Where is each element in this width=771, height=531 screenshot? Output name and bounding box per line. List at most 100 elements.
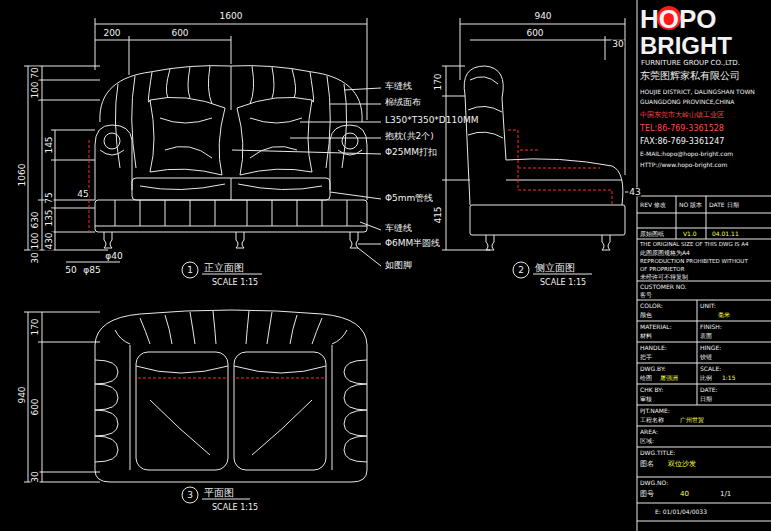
- note-text: 日期: [700, 396, 712, 402]
- note-text: SCALE 1:15: [212, 504, 258, 512]
- note-text: HANDLE:: [640, 345, 667, 351]
- note-text: 车缝线: [385, 82, 412, 91]
- note-text: DWG.TITLE:: [640, 450, 675, 456]
- note-text: 侧立面图: [535, 263, 575, 273]
- note-text: 棉绒面布: [385, 98, 421, 107]
- note-text: MATERIAL:: [640, 324, 672, 330]
- note-text: 区域:: [640, 438, 654, 444]
- note-text: AREA:: [640, 429, 658, 435]
- note-text: 1/1: [720, 491, 731, 498]
- dimension-text: 600: [31, 397, 40, 416]
- dimension-text: 135: [45, 208, 54, 227]
- dimension-text: 940: [533, 12, 552, 21]
- dimension-text: φ85: [82, 266, 101, 275]
- note-text: 平面图: [204, 488, 234, 498]
- dimension-text: 1060: [18, 163, 27, 188]
- note-text: PJT.NAME:: [640, 408, 670, 414]
- dimension-text: 50: [64, 266, 77, 275]
- note-text: E-MAIL:hopo@hopo-bright.com: [640, 151, 733, 157]
- note-text: L350*T350*D110MM: [385, 116, 479, 125]
- note-text: HOPO: [640, 6, 717, 32]
- dimension-text: 940: [18, 385, 27, 404]
- note-text: DWG.BY:: [640, 366, 666, 372]
- dimension-text: 170: [31, 317, 40, 336]
- note-text: 原始图纸: [640, 231, 664, 237]
- note-text: 1:15: [722, 375, 735, 381]
- note-text: 审核: [640, 396, 652, 402]
- dimension-text: 30: [611, 40, 624, 49]
- note-text: SCALE:: [700, 366, 721, 372]
- note-text: 铰链: [700, 354, 712, 360]
- note-text: Φ25MM打扣: [385, 148, 437, 157]
- note-text: FURNITURE GROUP CO.,LTD.: [641, 60, 740, 67]
- note-text: 双位沙发: [668, 461, 696, 468]
- note-text: 屠强洲: [660, 375, 678, 381]
- dimension-text: 145: [45, 135, 54, 154]
- dimension-text: φ40: [104, 252, 123, 261]
- dimension-text: 600: [525, 29, 544, 38]
- note-text: CUSTOMER NO.: [640, 284, 687, 290]
- note-text: BRIGHT: [640, 34, 732, 58]
- note-text: 正立面图: [204, 263, 244, 273]
- dimension-text: 100: [31, 231, 40, 250]
- note-text: 广州世贸: [680, 417, 704, 423]
- note-text: Φ5mm管线: [385, 194, 433, 203]
- note-text: CHK BY:: [640, 387, 663, 393]
- note-text: 中国东莞市大岭山镇工业区: [640, 112, 724, 119]
- note-text: NO 版本: [679, 202, 702, 208]
- note-text: 40: [680, 491, 689, 498]
- dimension-text: 600: [170, 29, 189, 38]
- note-text: SCALE 1:15: [540, 279, 586, 287]
- note-text: HTTP://www.hopo-bright.com: [640, 162, 727, 168]
- note-text: 未经许可不得复制: [640, 274, 688, 280]
- note-text: SCALE 1:15: [212, 279, 258, 287]
- dimension-text: 70: [31, 66, 40, 79]
- note-text: 表面: [700, 333, 712, 339]
- note-text: FAX:86-769-3361247: [640, 138, 724, 146]
- dimension-text: 100: [31, 80, 40, 99]
- note-text: 客号: [640, 292, 652, 298]
- note-text: 东莞图辉家私有限公司: [640, 71, 740, 81]
- note-text: REV 修改: [640, 202, 666, 208]
- note-text: Φ6MM半圆线: [385, 239, 440, 248]
- dimension-text: 45: [76, 190, 89, 199]
- dimension-text: 3: [186, 491, 194, 500]
- dimension-text: 170: [434, 72, 443, 91]
- dimension-text: 2: [517, 266, 525, 275]
- note-text: 把手: [640, 354, 652, 360]
- dimension-text: 1600: [219, 12, 244, 21]
- dimension-text: 630: [31, 210, 40, 229]
- note-text: 比例: [700, 375, 712, 381]
- note-text: E: 01/01/04/0033: [655, 509, 707, 515]
- note-text: 图号: [640, 491, 654, 498]
- note-text: 材料: [640, 333, 652, 339]
- note-text: 工程名称: [640, 417, 664, 423]
- note-text: UNIT:: [700, 303, 716, 309]
- note-text: 抱枕(共2个): [385, 132, 434, 141]
- note-text: V1.0: [683, 231, 697, 237]
- dimension-text: 75: [45, 191, 54, 204]
- dimension-text: 30: [31, 470, 40, 483]
- note-text: HINGE:: [700, 345, 721, 351]
- dimension-text: 430: [45, 231, 54, 250]
- note-text: 车缝线: [385, 224, 412, 233]
- note-text: 04.01.11: [712, 231, 739, 237]
- note-text: DATE 日期: [709, 202, 739, 208]
- note-text: 图名: [640, 461, 654, 468]
- note-text: THE ORIGINAL SIZE OF THIS DWG IS A4: [640, 242, 749, 248]
- note-text: GUANGDONG PROVINCE,CHINA: [640, 99, 734, 105]
- note-text: HOUJIE DISTRICT, DALINGSHAN TOWN: [640, 89, 755, 95]
- dimension-text: 1: [186, 266, 194, 275]
- dimension-text: 43: [628, 188, 641, 197]
- note-text: 如图脚: [385, 261, 412, 270]
- dimension-text: 200: [102, 29, 121, 38]
- dimension-text: 30: [31, 251, 40, 264]
- note-text: TEL:86-769-3361528: [640, 125, 724, 133]
- note-text: 颜色: [640, 312, 652, 318]
- note-text: FINISH:: [700, 324, 722, 330]
- note-text: DATE:: [700, 387, 718, 393]
- note-text: 毫米: [718, 312, 730, 318]
- note-text: 此图原图规格为A4: [640, 250, 690, 256]
- note-text: COLOR:: [640, 303, 663, 309]
- note-text: REPRODUCTION PROHIBITED WITHOUT: [640, 259, 748, 265]
